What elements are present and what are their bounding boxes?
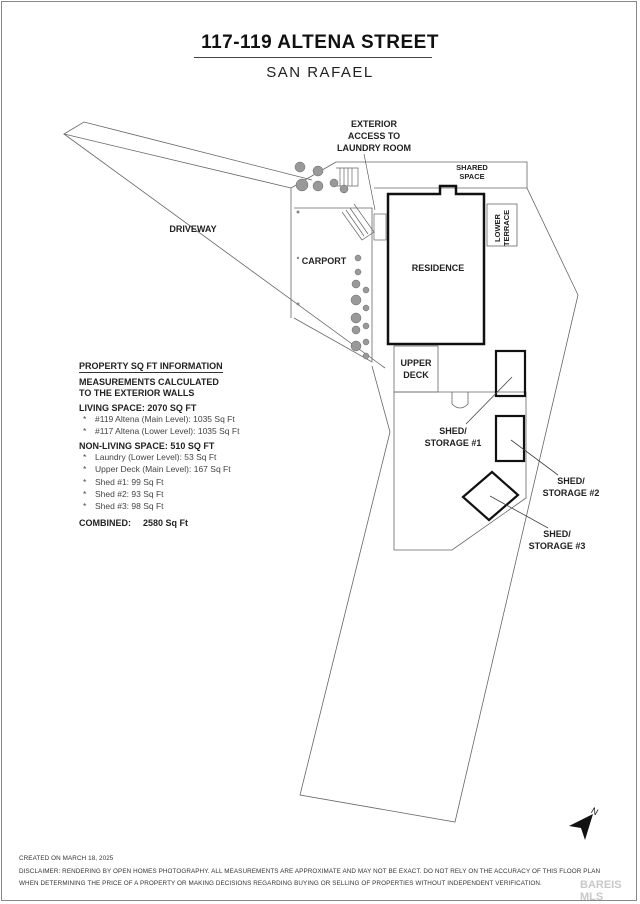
list-item: *Laundry (Lower Level): 53 Sq Ft (83, 451, 217, 462)
carport-label: CARPORT (301, 256, 347, 266)
combined-total: COMBINED:2580 Sq Ft (79, 517, 189, 528)
list-item: *#117 Altena (Lower Level): 1035 Sq Ft (83, 426, 240, 437)
info-heading: PROPERTY SQ FT INFORMATION (79, 361, 223, 373)
disclaimer-line-2: WHEN DETERMINING THE PRICE OF A PROPERTY… (19, 880, 542, 887)
watermark-logo: BAREIS MLS (580, 879, 622, 903)
list-item: *Upper Deck (Main Level): 167 Sq Ft (83, 464, 231, 475)
list-item: *Shed #3: 98 Sq Ft (83, 501, 164, 512)
disclaimer-line-1: DISCLAIMER: RENDERING BY OPEN HOMES PHOT… (19, 868, 601, 875)
shed1-label: SHED/ STORAGE #1 (424, 426, 482, 448)
upper-deck-label: UPPER DECK (400, 358, 432, 380)
living-space-heading: LIVING SPACE: 2070 SQ FT (79, 403, 197, 413)
list-item: *#119 Altena (Main Level): 1035 Sq Ft (83, 414, 235, 424)
driveway-label: DRIVEWAY (169, 224, 217, 234)
lower-yard-outline (393, 391, 527, 551)
shed3-leader (489, 495, 549, 529)
shared-space-label: SHARED SPACE (456, 163, 488, 181)
exterior-access-label: EXTERIOR ACCESS TO LAUNDRY ROOM (337, 119, 411, 153)
shed2-walls (494, 414, 526, 463)
list-item: *Shed #1: 99 Sq Ft (83, 476, 164, 487)
yard-step (451, 392, 469, 409)
lot-outline (299, 161, 579, 823)
exterior-access-leader (363, 153, 376, 211)
title-underline (194, 57, 432, 58)
lower-terrace-label: LOWER TERRACE (493, 209, 511, 247)
driveway-outline (62, 121, 313, 189)
created-date: CREATED ON MARCH 18, 2025 (19, 855, 114, 862)
residence-walls (386, 184, 486, 346)
shed2-leader (510, 439, 559, 476)
shed3-label: SHED/ STORAGE #3 (528, 529, 586, 551)
landscaping-plants (294, 161, 370, 360)
measure-note: MEASUREMENTS CALCULATED TO THE EXTERIOR … (79, 377, 219, 398)
exterior-stairs (336, 167, 387, 241)
north-label: N (589, 806, 600, 817)
non-living-space-heading: NON-LIVING SPACE: 510 SQ FT (79, 440, 215, 451)
shed1-leader (465, 376, 513, 425)
shed3-walls (461, 470, 520, 522)
north-arrow-icon: N (569, 806, 600, 840)
residence-label: RESIDENCE (411, 263, 465, 273)
driveway-lower-edge (63, 133, 386, 369)
lower-terrace-outline (486, 203, 518, 247)
carport-outline (293, 207, 373, 363)
shed2-label: SHED/ STORAGE #2 (542, 476, 600, 498)
sqft-info-panel: PROPERTY SQ FT INFORMATION MEASUREMENTS … (79, 361, 269, 528)
carport-markers (296, 210, 300, 306)
shed1-walls (494, 349, 527, 398)
page-subtitle: SAN RAFAEL (266, 64, 374, 81)
page-title: 117-119 ALTENA STREET (201, 32, 439, 53)
list-item: *Shed #2: 93 Sq Ft (83, 489, 164, 500)
